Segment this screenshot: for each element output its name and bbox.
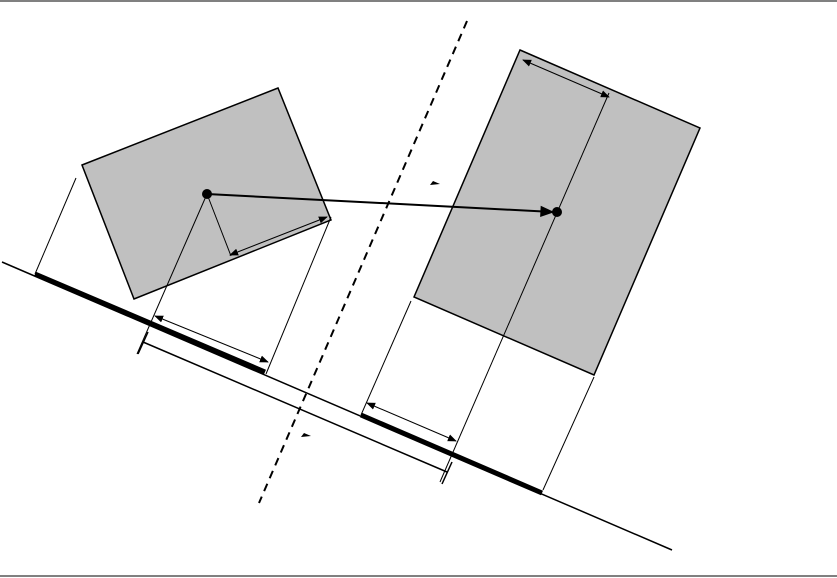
box-b-projection-line <box>361 301 411 415</box>
box-b-center <box>552 207 562 217</box>
small-arrow-mark <box>430 181 440 185</box>
center-distance-bracket <box>143 342 447 472</box>
box-a-center <box>202 189 212 199</box>
box-b-projection-line <box>543 377 594 490</box>
box-b-projection-interval <box>361 415 542 493</box>
small-arrow-mark <box>301 433 311 437</box>
box-a-projection-line <box>35 178 76 274</box>
